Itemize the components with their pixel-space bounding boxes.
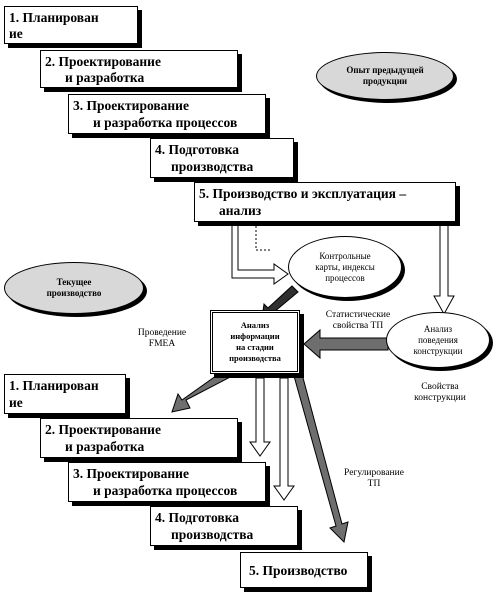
- label-tp-regulation-line2: ТП: [367, 479, 381, 489]
- top-stage-5-line1: 5. Производство и эксплуатация –: [199, 186, 407, 201]
- oval-control-charts-line2: карты, индексы: [315, 261, 375, 272]
- bottom-stage-1-line2: ие: [9, 395, 23, 410]
- top-stage-4-line1: 4. Подготовка: [155, 142, 240, 157]
- bottom-stage-4: 4. Подготовка производства: [150, 506, 298, 546]
- oval-current-production-line1: Текущее: [56, 277, 92, 287]
- label-stat-props-line1: Статистические: [325, 310, 391, 320]
- bottom-stage-4-line1: 4. Подготовка: [155, 510, 240, 525]
- oval-previous-experience-line1: Опыт предыдущей: [346, 65, 424, 75]
- top-stage-5-line2: анализ: [219, 203, 262, 218]
- top-stage-4: 4. Подготовка производства: [150, 138, 294, 178]
- dotted-connector-left: [255, 222, 270, 251]
- analysis-box-line1: Анализ: [240, 320, 270, 330]
- bottom-stage-2-line2: и разработка: [65, 439, 145, 454]
- analysis-box-line4: производства: [229, 353, 281, 363]
- bottom-stage-3: 3. Проектирование и разработка процессов: [68, 462, 266, 502]
- bottom-stage-5-line1: 5. Производство: [249, 563, 348, 578]
- oval-previous-experience-line2: продукции: [362, 76, 408, 86]
- oval-control-charts-line3: процессов: [325, 272, 365, 283]
- hollow-arrow-to-stage-4: [273, 377, 295, 501]
- hollow-arrow-to-design-behavior: [433, 223, 455, 316]
- top-stage-3-line2: и разработка процессов: [93, 115, 238, 130]
- gray-arrow-to-stage-5: [293, 373, 349, 544]
- hollow-arrow-to-control-charts: [231, 223, 289, 285]
- top-stage-1-line2: ие: [9, 26, 23, 41]
- label-fmea-line2: FMEA: [148, 339, 176, 349]
- label-design-props-line2: конструкции: [414, 393, 466, 403]
- oval-design-behavior-line3: конструкции: [413, 345, 463, 356]
- label-fmea-line1: Проведение: [137, 328, 187, 338]
- bottom-stage-1: 1. Планирован ие: [4, 374, 126, 414]
- top-stage-2: 2. Проектирование и разработка: [40, 50, 238, 88]
- oval-design-behavior-line2: поведения: [418, 334, 458, 345]
- top-stage-3-line1: 3. Проектирование: [73, 98, 189, 113]
- gray-arrow-to-stage-2: [171, 365, 237, 413]
- bottom-stage-3-line2: и разработка процессов: [93, 483, 238, 498]
- oval-design-behavior-line1: Анализ: [423, 323, 453, 334]
- top-stage-2-line2: и разработка: [65, 70, 145, 85]
- label-design-props-line1: Свойства: [421, 382, 459, 392]
- analysis-box-line3: на стадии: [236, 342, 274, 352]
- oval-current-production-line2: производство: [46, 288, 102, 298]
- label-stat-props-line2: свойства ТП: [332, 321, 384, 331]
- gray-arrow-stat-props: [303, 328, 389, 360]
- bottom-stage-2-line1: 2. Проектирование: [45, 422, 161, 437]
- bottom-stage-1-line1: 1. Планирован: [9, 378, 99, 393]
- top-stage-3: 3. Проектирование и разработка процессов: [68, 94, 266, 134]
- top-stage-4-line2: производства: [171, 159, 254, 174]
- top-stage-1: 1. Планирован ие: [4, 6, 138, 44]
- bottom-stage-5: 5. Производство: [240, 552, 368, 588]
- top-stage-2-line1: 2. Проектирование: [45, 54, 161, 69]
- bottom-stage-4-line2: производства: [171, 527, 254, 542]
- top-stage-1-line1: 1. Планирован: [9, 10, 99, 25]
- top-stage-5: 5. Производство и эксплуатация – анализ: [194, 182, 456, 222]
- bottom-stage-2: 2. Проектирование и разработка: [40, 418, 238, 458]
- label-tp-regulation-line1: Регулирование: [344, 468, 404, 478]
- analysis-box-line2: информации: [230, 331, 280, 341]
- hollow-arrow-to-stage-3: [249, 377, 271, 457]
- bottom-stage-3-line1: 3. Проектирование: [73, 466, 189, 481]
- oval-control-charts-line1: Контрольные: [319, 250, 371, 261]
